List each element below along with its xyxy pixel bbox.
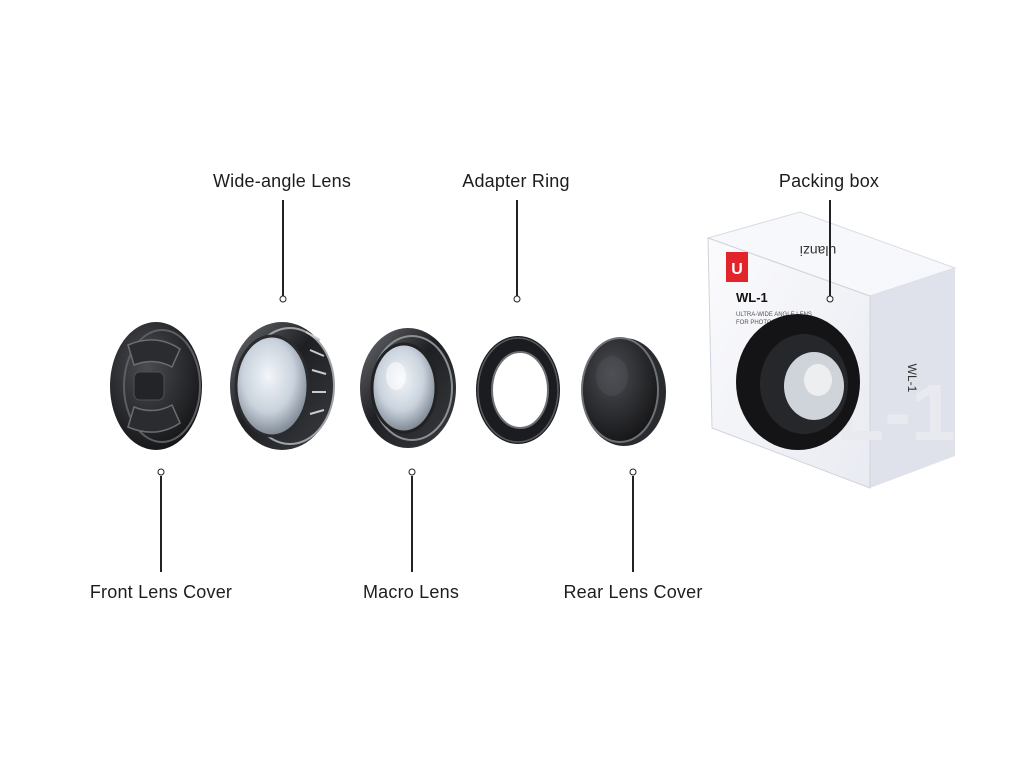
callout-line-adapter-ring	[516, 200, 518, 296]
rear-lens-cover-image	[581, 337, 666, 446]
callout-line-packing-box	[829, 200, 831, 296]
callout-dot-rear-lens-cover	[629, 468, 637, 476]
callout-line-front-lens-cover	[160, 476, 162, 572]
label-adapter-ring: Adapter Ring	[462, 171, 570, 191]
label-rear-lens-cover: Rear Lens Cover	[563, 582, 703, 602]
box-brand: ulanzi	[800, 243, 837, 259]
adapter-ring-image	[476, 336, 560, 444]
label-wide-angle-lens: Wide-angle Lens	[212, 171, 352, 191]
box-model: WL-1	[736, 290, 768, 305]
wide-angle-lens-image	[230, 322, 335, 450]
callout-line-wide-angle-lens	[282, 200, 284, 296]
callout-dot-packing-box	[826, 295, 834, 303]
callout-line-rear-lens-cover	[632, 476, 634, 572]
callout-dot-front-lens-cover	[157, 468, 165, 476]
label-front-lens-cover: Front Lens Cover	[89, 582, 233, 602]
callout-dot-macro-lens	[408, 468, 416, 476]
front-lens-cover-image	[110, 322, 202, 450]
packing-box-image: U ulanzi WL-1 ULTRA-WIDE ANGLE LENS FOR …	[706, 211, 957, 489]
box-tagline-2: FOR PHOTOGRAPHY	[736, 320, 797, 326]
callout-line-macro-lens	[411, 476, 413, 572]
callout-dot-wide-angle-lens	[279, 295, 287, 303]
box-side-text: WL-1	[905, 364, 919, 393]
brand-logo-icon	[726, 252, 748, 282]
callout-dot-adapter-ring	[513, 295, 521, 303]
box-tagline-1: ULTRA-WIDE ANGLE LENS	[736, 312, 812, 318]
label-macro-lens: Macro Lens	[362, 582, 460, 602]
logo-letter: U	[731, 261, 743, 278]
macro-lens-image	[360, 328, 456, 448]
label-packing-box: Packing box	[778, 171, 880, 191]
